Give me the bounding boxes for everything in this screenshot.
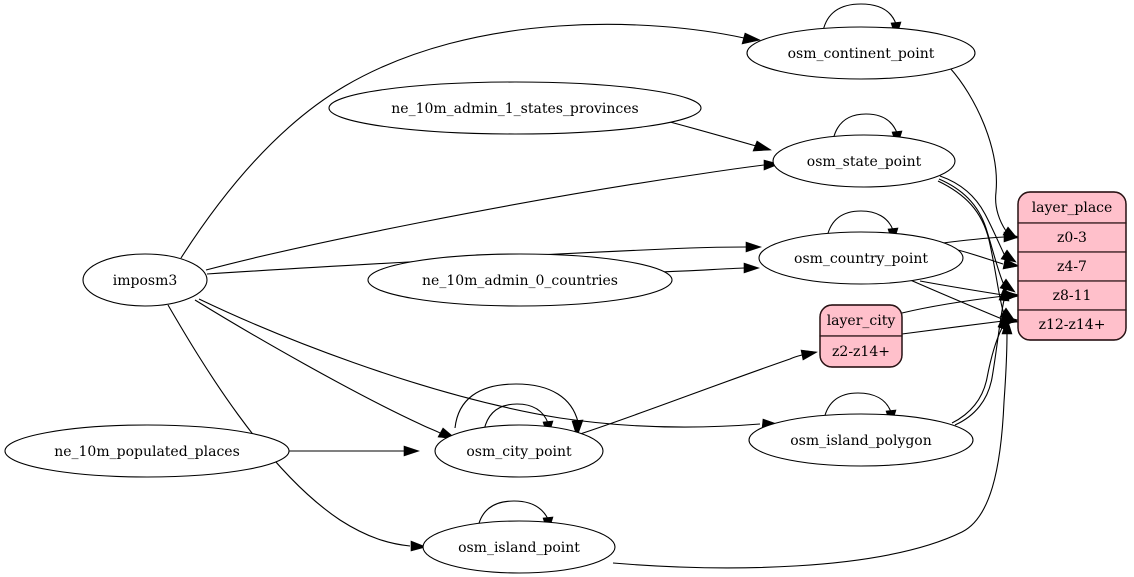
node-ne_10m_populated_places[interactable]: ne_10m_populated_places: [4, 424, 290, 478]
arrowhead-icon: [743, 262, 760, 274]
edge-layer_city-to-layer_place_z8_11: [901, 295, 1005, 314]
layer_place-label-z0-3: z0-3: [1057, 230, 1087, 246]
arrowhead-icon: [800, 349, 818, 361]
arrowhead-icon: [571, 419, 584, 438]
nodes-layer: imposm3 ne_10m_admin_1_states_provinces …: [4, 26, 1127, 574]
arrowhead-icon: [998, 284, 1010, 302]
arrowhead-icon: [763, 159, 780, 171]
node-osm_island_polygon[interactable]: osm_island_polygon: [748, 413, 974, 467]
edge-imposm3-to-osm_city_point: [194, 299, 441, 434]
node-label-osm_island_polygon: osm_island_polygon: [790, 433, 932, 449]
edge-osm_island_polygon-to-layer_place_z12: [951, 327, 1003, 424]
edge-osm_country_point-self-loop: [826, 210, 894, 238]
node-osm_country_point[interactable]: osm_country_point: [758, 231, 964, 285]
node-label-ne_populated: ne_10m_populated_places: [54, 444, 240, 460]
edge-imposm3-to-osm_island_polygon: [198, 298, 761, 428]
node-label-osm_island_point: osm_island_point: [458, 540, 580, 556]
edge-osm_island_polygon-self-loop: [823, 392, 892, 420]
arrowhead-icon: [741, 32, 761, 45]
edge-osm_city_point-self-loop-outer: [454, 383, 579, 429]
layer_place-title-label: layer_place: [1032, 200, 1113, 216]
edge-osm_country_point-to-layer_place_z8_11: [919, 280, 1004, 296]
layer_place-label-z12-z14: z12-z14+: [1039, 317, 1106, 333]
edge-osm_state_point-to-layer_place_z4_7: [939, 175, 1006, 257]
edge-ne_states-to-osm_state_point: [669, 121, 757, 147]
edge-imposm3-to-osm_continent_point: [180, 23, 745, 259]
arrowhead-icon: [410, 540, 427, 552]
layer_place-label-z4-7: z4-7: [1057, 259, 1087, 275]
node-osm_state_point[interactable]: osm_state_point: [772, 134, 956, 188]
edge-osm_continent_point-to-layer_place_z0_3: [949, 67, 1007, 232]
node-label-osm_state_point: osm_state_point: [807, 154, 922, 170]
edge-osm_continent_point-self-loop: [822, 3, 897, 32]
node-label-osm_continent_point: osm_continent_point: [788, 46, 935, 62]
node-layer_city[interactable]: layer_city z2-z14+: [819, 304, 903, 368]
node-label-ne_countries: ne_10m_admin_0_countries: [422, 273, 618, 289]
node-label-osm_city_point: osm_city_point: [466, 444, 572, 460]
edge-osm_island_point-to-layer_place_z12: [612, 332, 1008, 569]
node-ne_10m_admin_0_countries[interactable]: ne_10m_admin_0_countries: [367, 253, 673, 307]
arrowhead-icon: [1001, 316, 1013, 335]
edge-layer_city-to-layer_place_z12: [901, 320, 1004, 335]
edge-osm_state_point-to-layer_place_z8_11: [938, 178, 1005, 286]
edge-osm_island_point-self-loop: [477, 500, 549, 528]
node-osm_island_point[interactable]: osm_island_point: [422, 520, 616, 574]
node-osm_city_point[interactable]: osm_city_point: [434, 424, 604, 478]
arrowhead-icon: [1003, 231, 1020, 243]
layer_place-label-z8-11: z8-11: [1053, 288, 1092, 304]
edge-osm_country_point-to-layer_place_z12: [907, 278, 1003, 320]
layer_city-label-z2-z14: z2-z14+: [832, 344, 890, 360]
edge-imposm3-to-osm_state_point: [205, 164, 765, 271]
layer_place-outline: [1017, 191, 1127, 341]
node-label-osm_country_point: osm_country_point: [794, 251, 928, 267]
arrowhead-icon: [1002, 258, 1020, 270]
node-ne_10m_admin_1_states_provinces[interactable]: ne_10m_admin_1_states_provinces: [328, 81, 702, 135]
edge-osm_city_point-to-layer_city_z2: [579, 354, 803, 435]
layer_city-title-label: layer_city: [827, 313, 896, 329]
edge-imposm3-to-osm_island_point: [167, 304, 411, 547]
node-osm_continent_point[interactable]: osm_continent_point: [746, 26, 976, 80]
arrowhead-icon: [752, 140, 772, 152]
node-label-ne_states: ne_10m_admin_1_states_provinces: [391, 101, 638, 117]
node-imposm3[interactable]: imposm3: [82, 253, 208, 307]
edge-osm_city_point-self-loop-inner: [483, 403, 549, 431]
node-layer_place[interactable]: layer_place z0-3 z4-7 z8-11 z12-z14+: [1017, 191, 1127, 341]
edge-osm_state_point-self-loop: [832, 113, 898, 141]
node-label-imposm3: imposm3: [113, 273, 178, 289]
edge-osm_island_polygon-to-layer_place_z8_11: [954, 299, 1005, 426]
layer_city-outline: [819, 304, 903, 368]
arrowhead-icon: [745, 241, 762, 253]
edge-ne_countries-to-osm_country_point: [659, 267, 745, 273]
arrowhead-icon: [403, 445, 420, 457]
